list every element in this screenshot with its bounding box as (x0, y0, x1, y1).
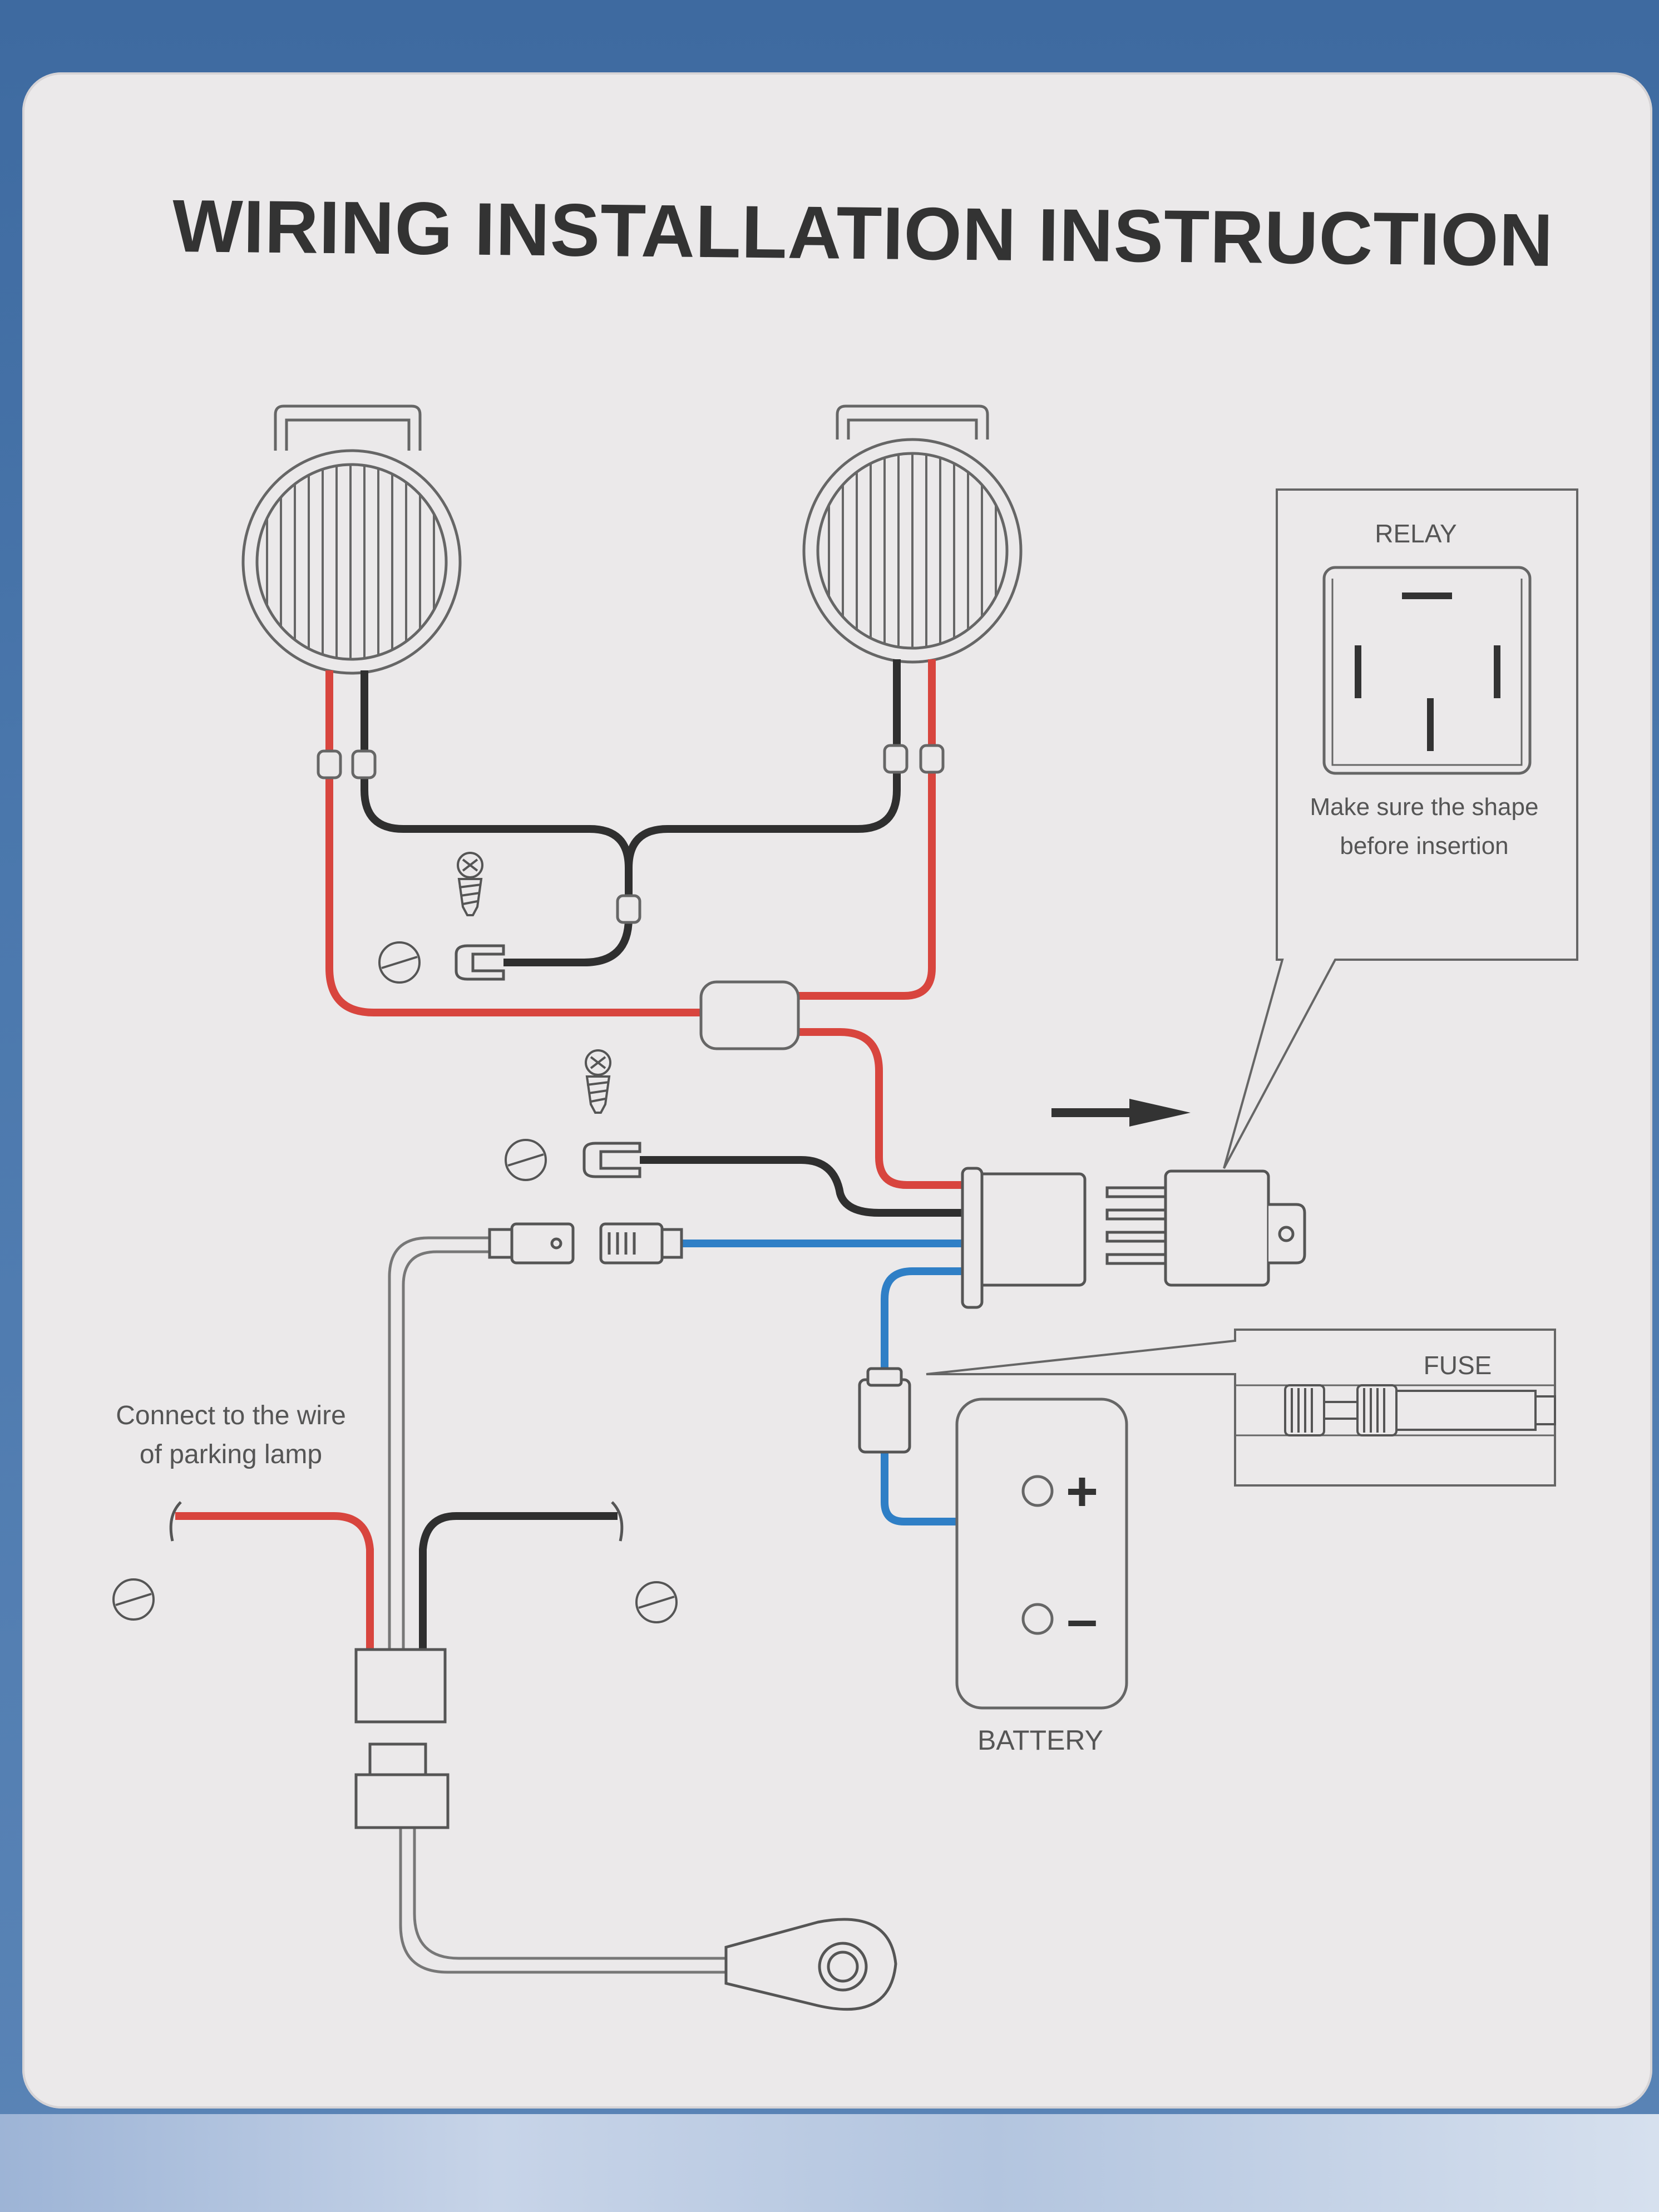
screw-icon (457, 852, 483, 916)
black-wire-relay-ground (640, 1156, 962, 1217)
fork-terminal-icon (582, 1142, 641, 1178)
screw-icon (585, 1049, 611, 1114)
relay-callout (1223, 488, 1578, 1169)
background-strip (0, 2114, 1659, 2212)
ground-symbol-icon (635, 1581, 678, 1623)
relay-note-line2: before insertion (1340, 832, 1508, 860)
relay-socket (961, 1167, 1087, 1309)
wire-end-left (169, 1501, 182, 1542)
red-wire-right-lamp (796, 659, 936, 1000)
fork-terminal-icon (455, 944, 505, 981)
black-wire-right-lamp (625, 659, 901, 868)
fog-lamp-left-icon (241, 404, 462, 675)
parking-lamp-note-line1: Connect to the wire (116, 1401, 346, 1430)
battery-negative-terminal (1021, 1603, 1054, 1635)
relay-pin (1402, 592, 1452, 599)
relay-pin (1494, 645, 1500, 698)
red-wire-to-relay (796, 1028, 962, 1189)
battery-icon (955, 1398, 1128, 1710)
relay-note-line1: Make sure the shape (1310, 793, 1539, 821)
relay-diagram (1322, 566, 1532, 775)
relay-pin (1355, 645, 1361, 698)
switch-connector (354, 1648, 450, 1829)
arrow-right-icon (1051, 1099, 1191, 1127)
splice-connector (699, 980, 800, 1050)
battery-label: BATTERY (977, 1725, 1103, 1756)
battery-minus-sign: – (1066, 1588, 1098, 1651)
black-wire-lamps (361, 670, 633, 966)
fuse-label: FUSE (1424, 1351, 1492, 1380)
battery-positive-terminal (1021, 1475, 1054, 1507)
fuse-icon (1284, 1384, 1556, 1436)
grey-wire-harness (388, 1236, 490, 1650)
ground-symbol-icon (505, 1139, 547, 1181)
relay-label: RELAY (1375, 519, 1456, 548)
fuse-callout (926, 1329, 1556, 1487)
black-wire-ground (419, 1512, 618, 1650)
red-wire-lamps (325, 670, 704, 1016)
red-wire-parking-lamp (175, 1512, 374, 1650)
wire-end-right (611, 1501, 624, 1542)
relay-pin (1427, 698, 1434, 751)
grey-wire-switch (399, 1775, 726, 1974)
relay-plug-icon (1105, 1169, 1306, 1287)
spade-connector-icon (488, 1222, 575, 1265)
wire-clips (317, 744, 945, 924)
battery-plus-sign: + (1066, 1460, 1098, 1523)
ring-terminal-icon (724, 1918, 897, 2011)
parking-lamp-note-line2: of parking lamp (140, 1440, 322, 1469)
fog-lamp-right-icon (802, 404, 1023, 664)
ground-symbol-icon (378, 941, 421, 984)
blue-wire-battery (881, 1267, 962, 1380)
fuse-holder (858, 1367, 911, 1454)
ground-symbol-icon (112, 1578, 155, 1621)
spade-connector-icon (599, 1222, 683, 1265)
